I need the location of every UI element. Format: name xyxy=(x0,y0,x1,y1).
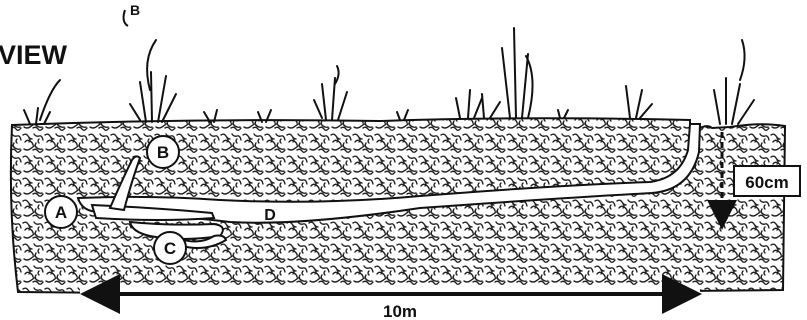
marker-b: B xyxy=(147,136,179,168)
grass-tufts xyxy=(24,28,754,124)
svg-text:10m: 10m xyxy=(383,302,417,320)
svg-text:60cm: 60cm xyxy=(745,173,788,192)
view-heading: VIEW xyxy=(0,40,68,70)
svg-text:C: C xyxy=(164,239,176,258)
top-fragment-label: B xyxy=(124,2,141,26)
marker-c: C xyxy=(154,232,186,264)
svg-text:B: B xyxy=(157,143,169,162)
length-dimension: 10m xyxy=(80,286,700,320)
marker-d: D xyxy=(264,207,276,224)
marker-a: A xyxy=(45,196,77,228)
svg-text:B: B xyxy=(130,2,140,18)
svg-text:A: A xyxy=(55,203,67,222)
